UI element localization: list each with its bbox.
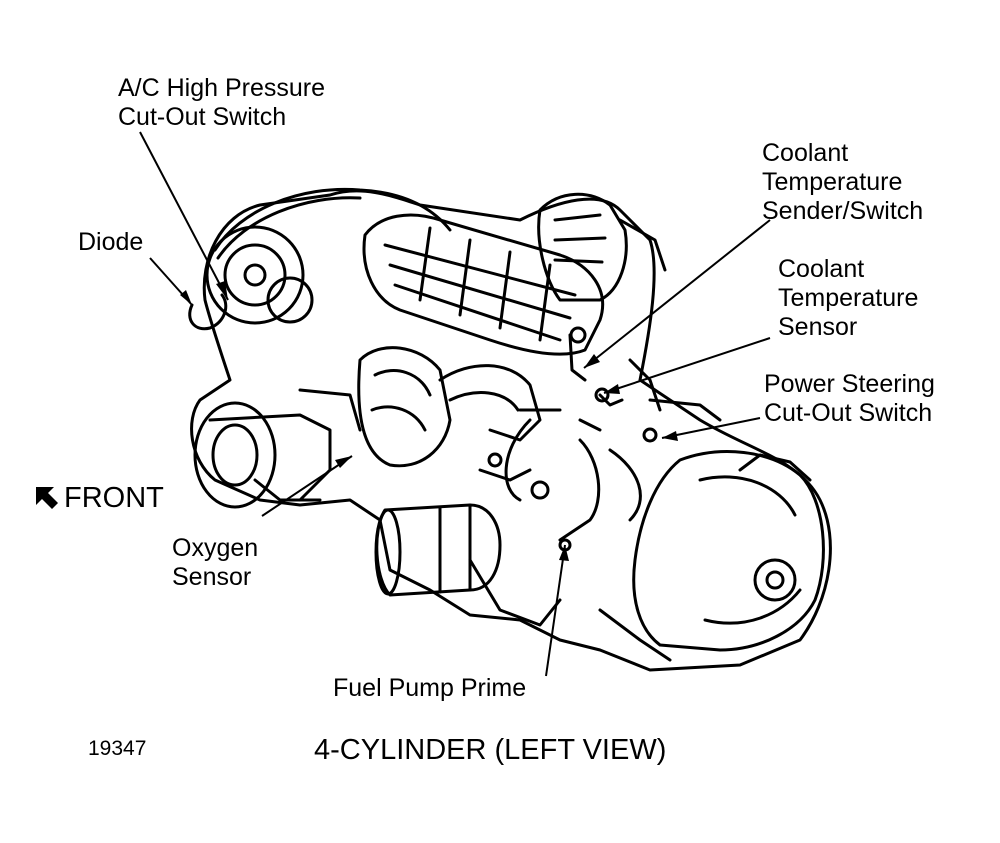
arrow-fuel-pump [559, 545, 569, 561]
label-power-steering: Power Steering Cut-Out Switch [764, 370, 935, 427]
arrow-coolant-sensor [604, 384, 620, 394]
arrow-power-steering [662, 431, 678, 441]
label-oxygen: Oxygen Sensor [172, 534, 259, 591]
label-diode: Diode [78, 228, 144, 256]
label-coolant-sensor: Coolant Temperature Sensor [778, 255, 919, 341]
front-indicator: FRONT [34, 482, 164, 514]
arrow-diode [180, 290, 192, 305]
leader-coolant-sensor [603, 337, 771, 394]
label-ac-switch: A/C High Pressure Cut-Out Switch [118, 74, 326, 131]
front-label: FRONT [64, 482, 164, 514]
engine-illustration [188, 187, 832, 672]
label-fuel-pump: Fuel Pump Prime [333, 674, 527, 702]
leader-coolant-sender [583, 219, 771, 369]
arrow-oxygen [335, 456, 352, 468]
leader-power-steering [661, 417, 761, 439]
arrow-coolant-sender [584, 354, 600, 368]
label-coolant-sender: Coolant Temperature Sender/Switch [762, 139, 924, 225]
leader-ac-switch [139, 131, 229, 301]
leader-fuel-pump [545, 544, 566, 677]
front-arrow-icon [36, 487, 58, 509]
arrow-ac-switch [216, 281, 228, 300]
caption: 4-CYLINDER (LEFT VIEW) [314, 734, 667, 766]
figure-number: 19347 [88, 737, 147, 760]
leader-oxygen [261, 455, 353, 517]
arrowheads [180, 281, 678, 561]
